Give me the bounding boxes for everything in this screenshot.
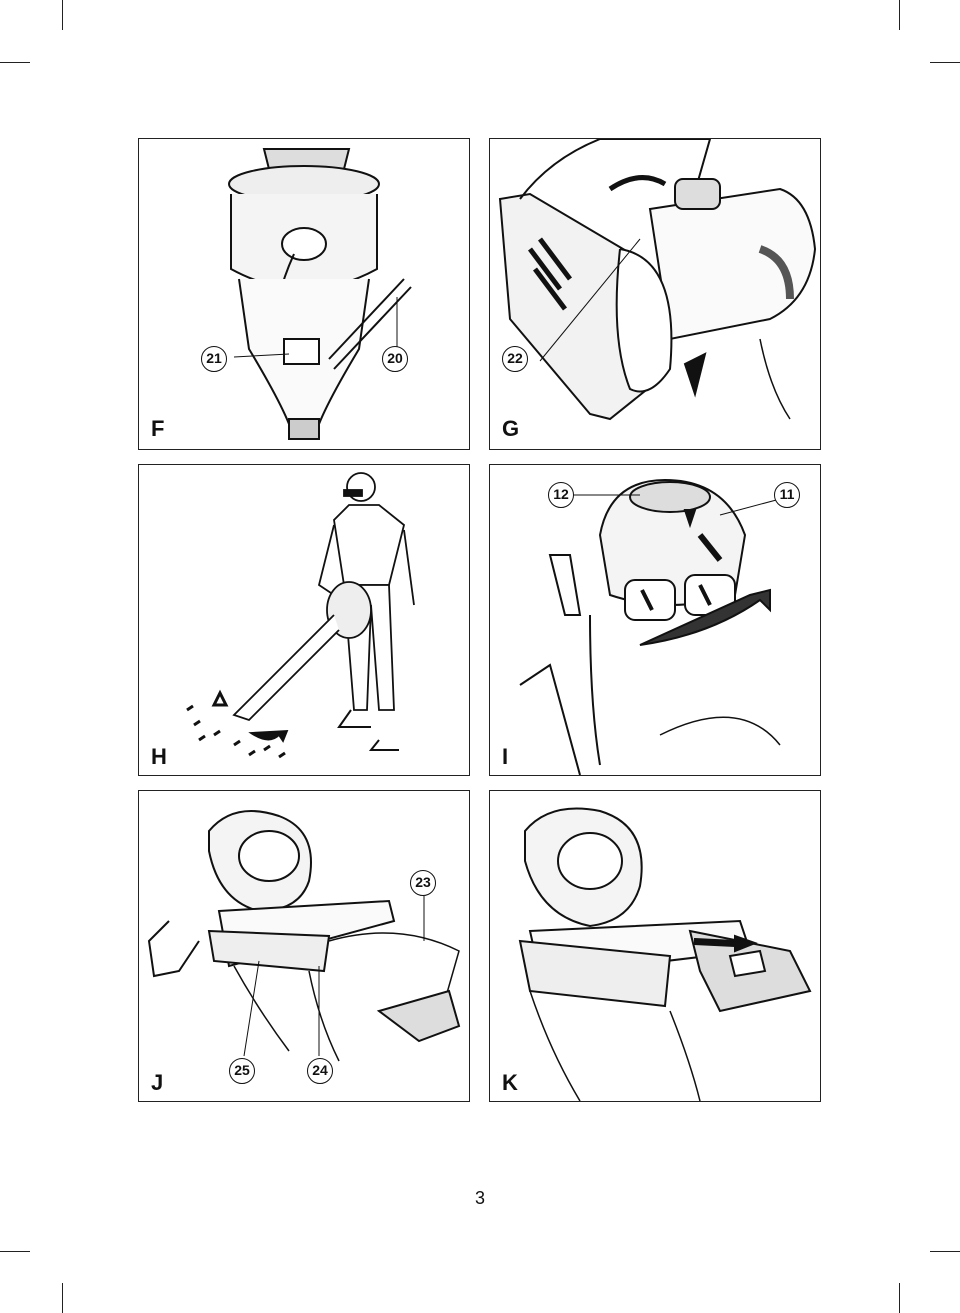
blower-tube-release-illustration [498, 139, 817, 421]
mode-selector-illustration [519, 478, 796, 775]
callout-24: 24 [307, 1058, 333, 1084]
figure-letter-j: J [151, 1070, 164, 1095]
bag-attachment-illustration [147, 810, 461, 1062]
figure-letter-g: G [502, 416, 520, 441]
crop-mark [62, 0, 63, 30]
vacuum-nozzle-illustration [228, 148, 412, 440]
figure-letter-f: F [151, 416, 165, 441]
crop-mark [0, 62, 30, 63]
figure-panel-i: 12 11 I [489, 464, 821, 776]
figure-panel-g: 22 G [489, 138, 821, 450]
page-number: 3 [474, 1188, 485, 1208]
callout-11: 11 [774, 482, 800, 508]
figure-letter-h: H [151, 744, 167, 769]
crop-mark [930, 62, 960, 63]
figure-panel-j: 23 25 24 J [138, 790, 470, 1102]
crop-mark [0, 1251, 30, 1252]
figure-letter-k: K [502, 1070, 518, 1095]
crop-mark [899, 0, 900, 30]
callout-21: 21 [201, 346, 227, 372]
figure-panel-f: 21 20 F [138, 138, 470, 450]
figure-panel-h: H [138, 464, 470, 776]
bag-latch-illustration [518, 807, 812, 1101]
crop-mark [930, 1251, 960, 1252]
crop-mark [899, 1283, 900, 1313]
operator-using-blower-illustration [186, 472, 415, 759]
callout-25: 25 [229, 1058, 255, 1084]
callout-23: 23 [410, 870, 436, 896]
figure-letter-i: I [502, 744, 509, 769]
callout-12: 12 [548, 482, 574, 508]
figure-panel-k: K [489, 790, 821, 1102]
crop-mark [62, 1283, 63, 1313]
callout-20: 20 [382, 346, 408, 372]
callout-22: 22 [502, 346, 528, 372]
